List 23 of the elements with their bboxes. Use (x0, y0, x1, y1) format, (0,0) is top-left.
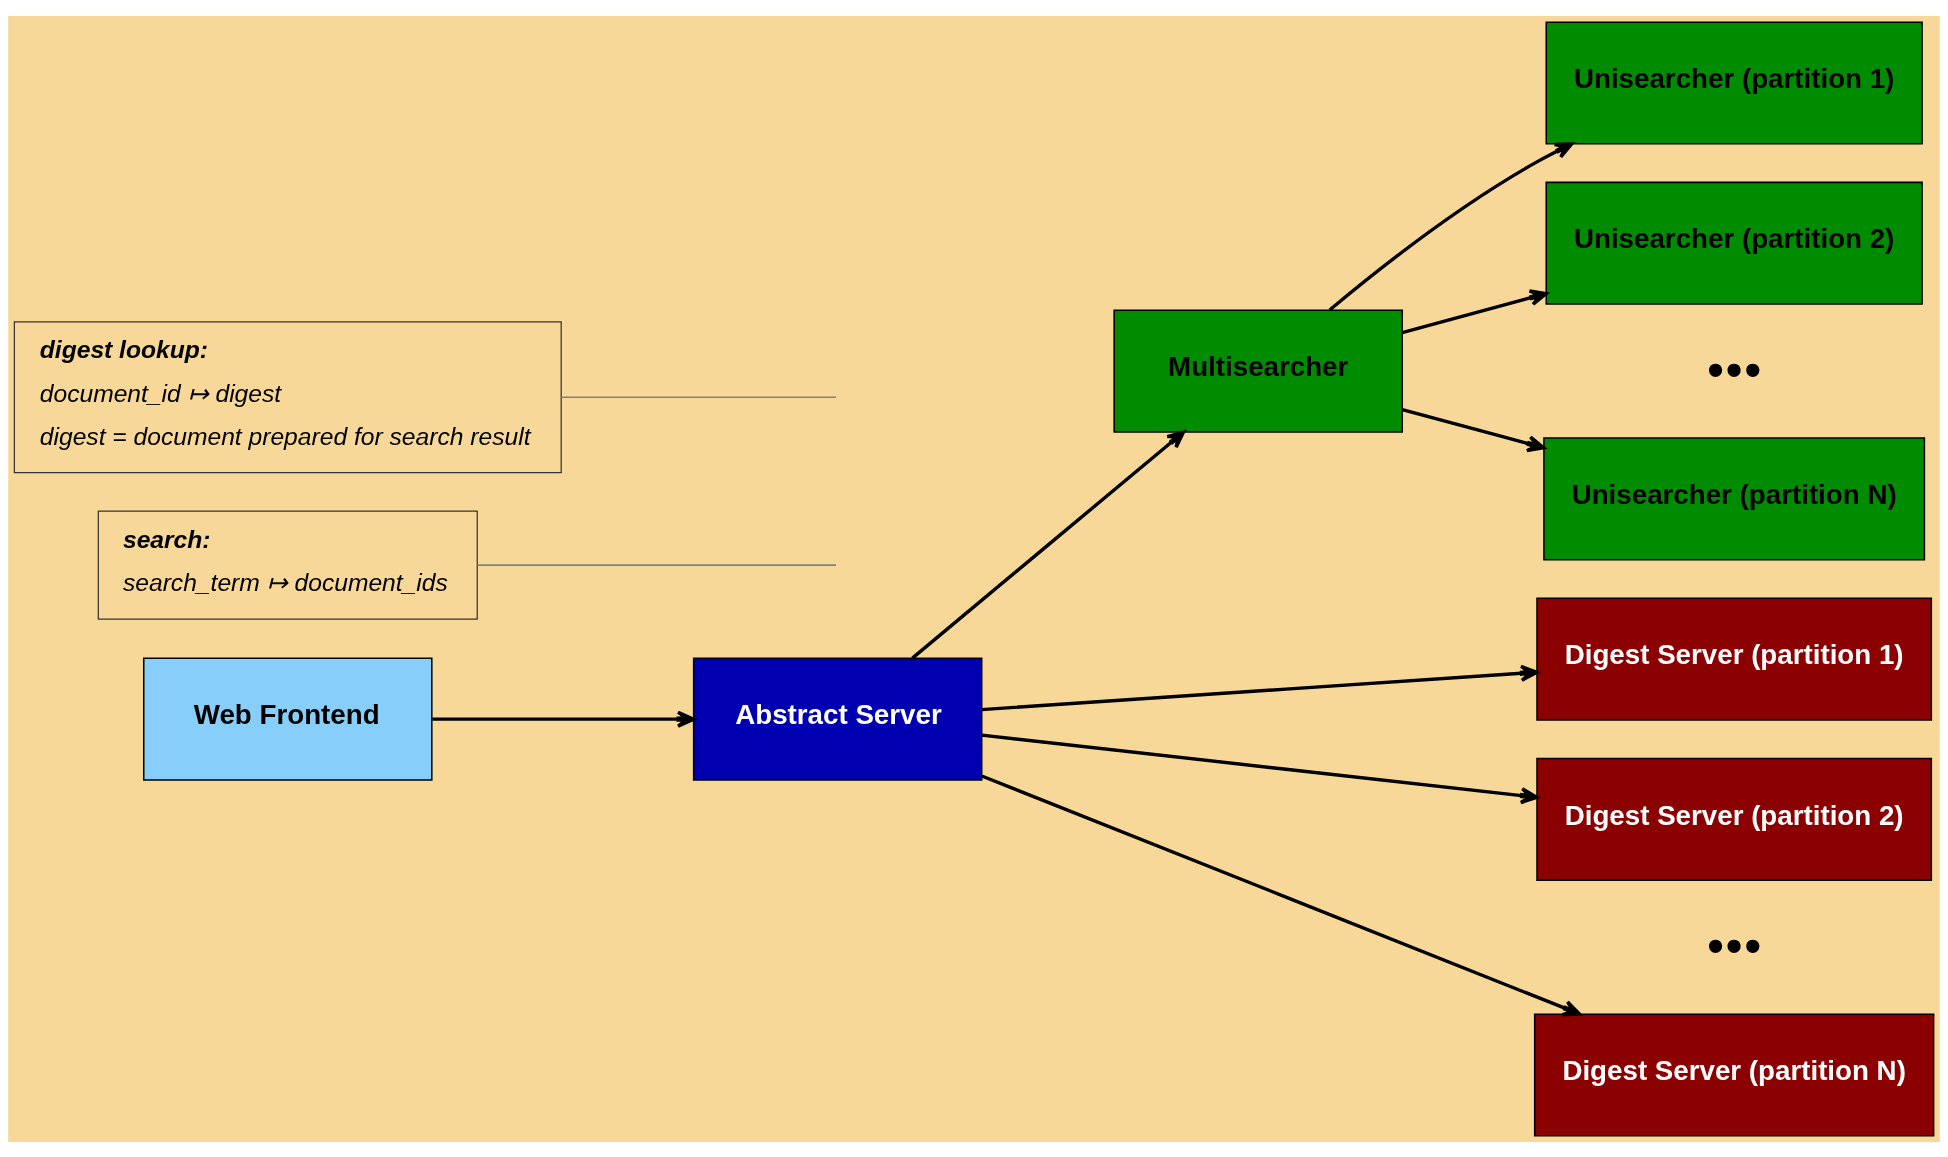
node-box: Web Frontend (143, 657, 433, 781)
arrow (432, 710, 696, 728)
arrow (981, 773, 1582, 1016)
arrow (1401, 407, 1546, 452)
node-box: Unisearcher (partition 2) (1545, 181, 1923, 305)
arrow (911, 429, 1186, 659)
node-box: Unisearcher (partition N) (1543, 436, 1926, 560)
label: ●●● (1706, 926, 1763, 962)
node-box: digest lookup: document_id ↦ digest digest = document prepared for search result (13, 320, 562, 473)
node-box: Abstract Server (692, 657, 983, 781)
node-box: search: search_term ↦ document_ids (97, 510, 478, 620)
label: ●●● (1706, 350, 1763, 386)
arrow (1328, 141, 1574, 311)
node-box: Multisearcher (1113, 308, 1403, 433)
node-box: Digest Server (partition N) (1533, 1012, 1935, 1137)
arrow (1401, 288, 1548, 334)
connector (560, 395, 837, 398)
connector (476, 563, 837, 566)
node-box: Digest Server (partition 1) (1536, 597, 1933, 721)
node-box: Digest Server (partition 2) (1536, 757, 1933, 881)
arrow (981, 732, 1539, 804)
node-box: Unisearcher (partition 1) (1545, 20, 1923, 145)
arrow (981, 664, 1539, 711)
